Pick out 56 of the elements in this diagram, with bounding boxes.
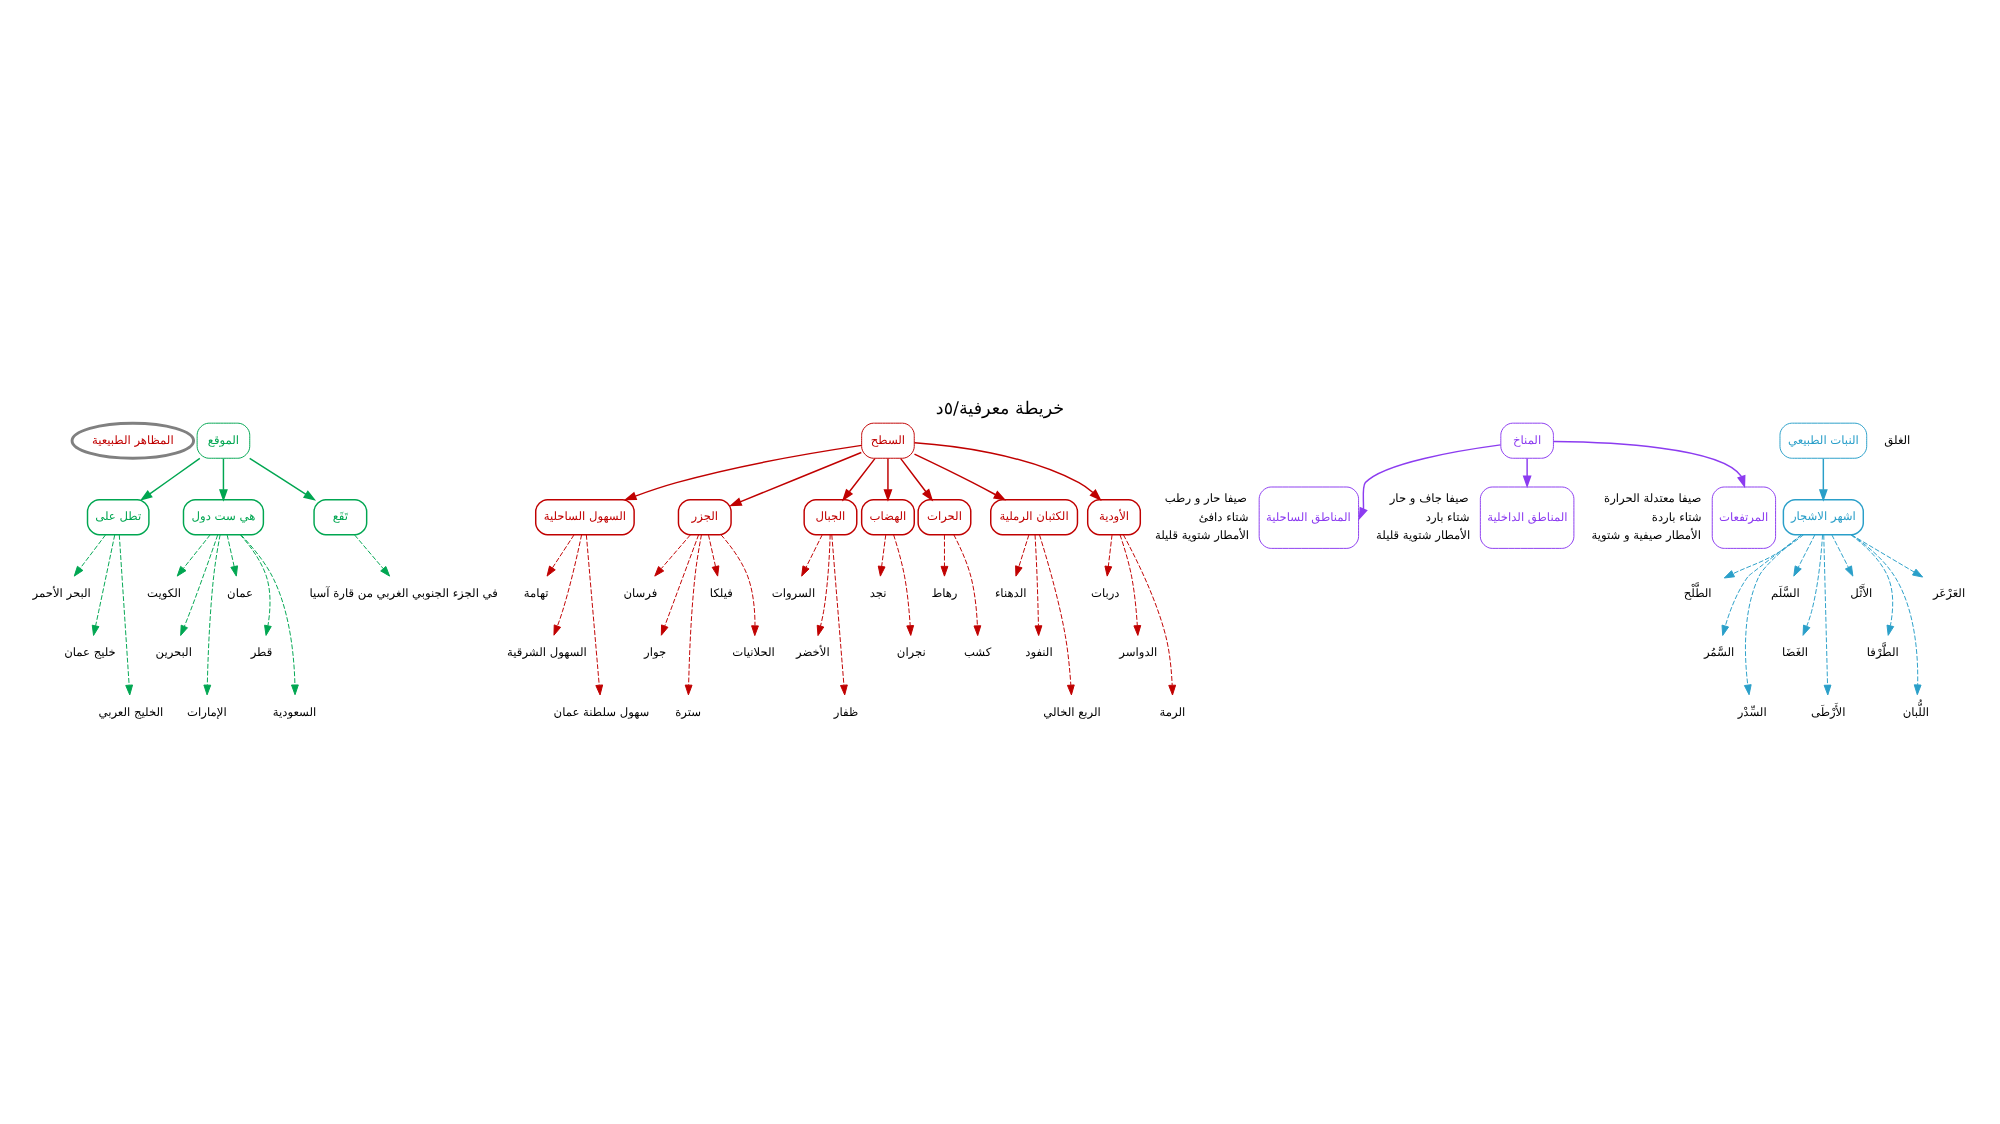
- arrow: [729, 450, 863, 506]
- arrow: [180, 533, 219, 635]
- arrow: [660, 533, 700, 635]
- arrow: [623, 443, 863, 500]
- arrow: [1793, 533, 1816, 576]
- arrow: [1119, 533, 1142, 635]
- diagram-title: خريطة معرفية/٥د: [935, 398, 1065, 419]
- arrow: [1034, 533, 1043, 636]
- arrow: [1358, 443, 1502, 520]
- arrow: [913, 452, 1007, 500]
- arrow: [240, 533, 299, 695]
- arrow: [1851, 533, 1922, 695]
- arrow: [883, 456, 893, 501]
- arrow: [1818, 456, 1828, 501]
- arrow: [654, 533, 691, 576]
- arrow: [1553, 439, 1746, 488]
- arrow: [73, 533, 106, 576]
- arrow: [831, 533, 848, 695]
- arrow: [801, 533, 823, 576]
- arrow: [1851, 533, 1924, 577]
- arrow: [684, 533, 702, 695]
- arrow: [1823, 533, 1832, 695]
- arrow: [226, 533, 238, 576]
- arrow: [118, 533, 134, 695]
- arrow: [1831, 533, 1854, 576]
- arrow: [91, 533, 116, 635]
- arrow: [841, 456, 876, 501]
- arrow: [553, 533, 583, 635]
- arrow: [546, 533, 575, 576]
- arrow: [940, 533, 949, 576]
- arrow: [893, 533, 915, 635]
- arrow: [708, 533, 720, 576]
- arrow: [1723, 533, 1804, 578]
- arrow: [1522, 456, 1532, 488]
- arrow: [913, 441, 1102, 500]
- arrow: [219, 456, 228, 501]
- arrow: [877, 533, 887, 576]
- arrow: [239, 533, 272, 635]
- arrow: [139, 456, 201, 500]
- arrow: [1743, 533, 1803, 695]
- arrow: [203, 533, 221, 695]
- arrow: [1104, 533, 1113, 576]
- arrow: [816, 533, 831, 636]
- arrow: [720, 533, 759, 636]
- arrow: [1721, 533, 1802, 635]
- arrow: [1123, 533, 1177, 695]
- arrow: [1039, 533, 1075, 695]
- arrow: [1802, 533, 1824, 635]
- arrow: [354, 533, 391, 576]
- arrow: [1015, 533, 1030, 576]
- arrow: [1850, 533, 1895, 635]
- arrow: [176, 533, 211, 576]
- arrow: [900, 456, 934, 501]
- arrow: [953, 533, 982, 636]
- arrow: [585, 533, 604, 695]
- arrow: [248, 456, 317, 500]
